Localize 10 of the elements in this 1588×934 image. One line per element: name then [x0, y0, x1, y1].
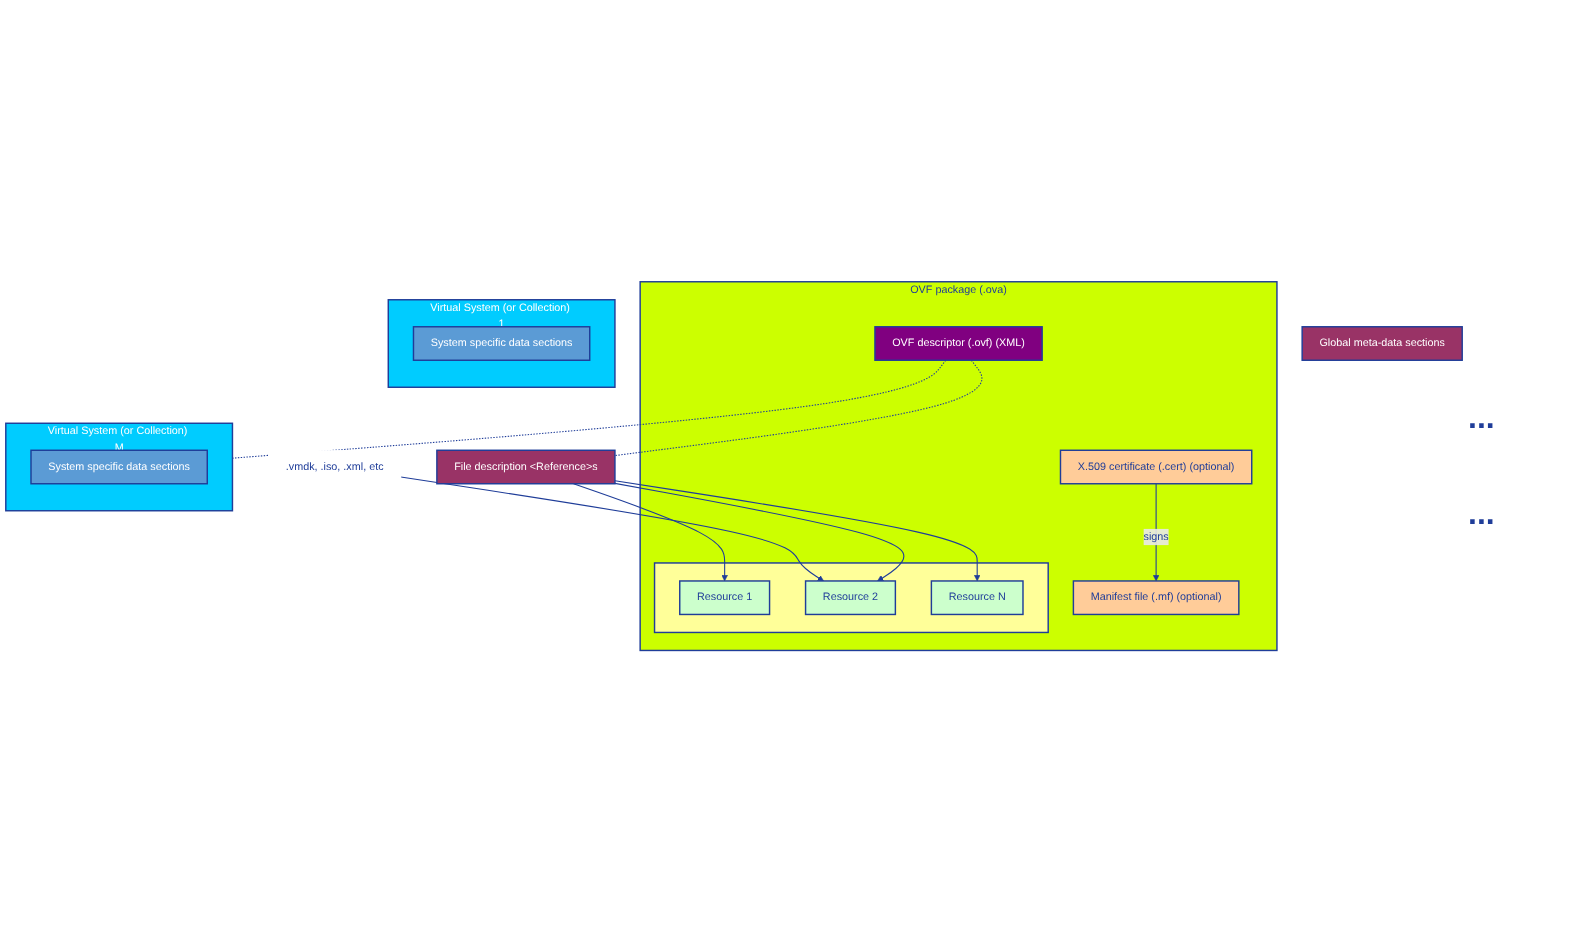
- connector: [231, 360, 947, 460]
- arrow: [1152, 484, 1160, 583]
- arrow: [400, 477, 824, 583]
- arrow: [614, 481, 981, 583]
- ellipsis-text: ...: [1468, 497, 1497, 533]
- arrow: [614, 483, 905, 583]
- connector: [614, 360, 983, 457]
- ellipsis-text: ...: [1468, 401, 1497, 437]
- arrow: [573, 484, 728, 583]
- cluster: [653, 563, 1049, 635]
